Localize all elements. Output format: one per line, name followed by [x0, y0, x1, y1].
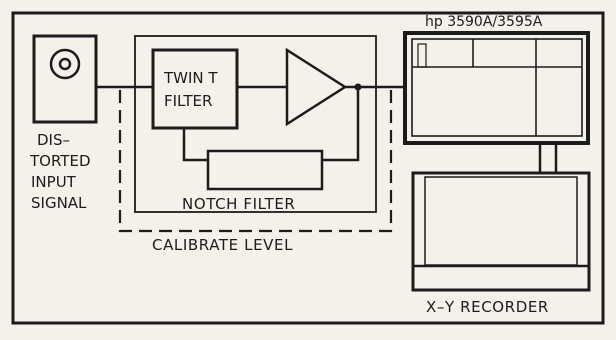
feedback-resistor-box: [206, 149, 324, 191]
junction-dot: [354, 83, 362, 91]
xy-recorder: [411, 171, 591, 292]
analyzer-recorder-link: [538, 141, 558, 175]
amplifier-triangle: [285, 47, 348, 127]
input-signal-line3: INPUT: [31, 173, 77, 191]
analyzer-label: hp 3590A/3595A: [425, 14, 543, 30]
input-signal-line1: DIS–: [37, 131, 70, 149]
recorder-case: [411, 171, 591, 292]
recorder-label: X–Y RECORDER: [426, 298, 549, 316]
input-signal-label: DIS– TORTED INPUT SIGNAL: [29, 131, 91, 212]
input-signal-line2: TORTED: [29, 152, 91, 170]
calibrate-level-dashed-path: [118, 90, 393, 233]
analyzer-outer-case: [403, 31, 590, 145]
notch-filter-label: NOTCH FILTER: [182, 195, 295, 213]
twin-t-label-line2: FILTER: [164, 92, 212, 110]
twin-t-label-line1: TWIN T: [163, 69, 218, 87]
notch-filter-enclosure: [134, 35, 377, 213]
wire-feedback-left: [182, 128, 208, 162]
connector-inner-ring: [58, 57, 72, 71]
wire-feedback-right: [322, 87, 360, 162]
outer-frame: [11, 11, 605, 325]
calibrate-level-label: CALIBRATE LEVEL: [152, 236, 293, 254]
connector-outer-ring: [49, 48, 81, 80]
signal-source: [32, 34, 98, 124]
twin-t-filter-box: [151, 48, 239, 130]
recorder-plot-area: [424, 176, 578, 266]
analyzer-left-inset: [417, 43, 427, 68]
signal-source-box: [32, 34, 98, 124]
spectrum-analyzer: [403, 31, 590, 145]
input-signal-line4: SIGNAL: [31, 194, 87, 212]
signal-wiring: [96, 85, 558, 175]
analyzer-inner-frame: [411, 38, 583, 137]
